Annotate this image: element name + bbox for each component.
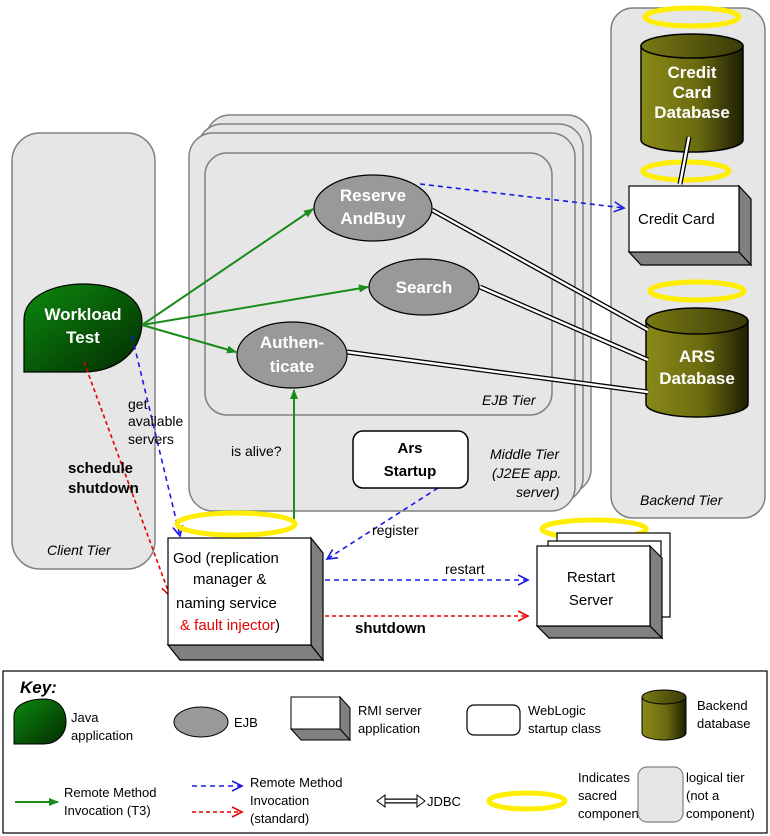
key-weblogic-label-1: WebLogic xyxy=(528,703,586,718)
key-database-label-2: database xyxy=(697,716,751,731)
workload-test-app: Workload Test xyxy=(23,283,143,373)
restart-server-label-2: Server xyxy=(569,592,613,609)
key-weblogic-label-2: startup class xyxy=(528,721,601,736)
legend: Key: Java application EJB RMI server app… xyxy=(2,670,768,834)
key-t3-label-1: Remote Method xyxy=(64,785,157,800)
key-tier-shape xyxy=(637,766,684,823)
ars-db-label-2: Database xyxy=(659,369,735,388)
ars-startup-label-2: Startup xyxy=(384,463,437,480)
key-ejb-shape xyxy=(173,706,229,738)
key-tier-label-1: logical tier xyxy=(686,770,745,785)
reserve-and-buy-ejb: Reserve AndBuy xyxy=(313,174,433,242)
middle-tier-label: Middle Tier xyxy=(490,446,560,462)
get-servers-label-1: get xyxy=(128,396,148,412)
credit-card-label: Credit Card xyxy=(638,211,715,228)
authenticate-ejb: Authen- ticate xyxy=(236,321,348,389)
authenticate-label-1: Authen- xyxy=(260,333,324,352)
workload-label-1: Workload xyxy=(44,305,121,324)
schedule-label-1: schedule xyxy=(68,460,133,477)
middle-tier-label-2: (J2EE app. xyxy=(492,465,561,481)
schedule-label-2: shutdown xyxy=(68,480,139,497)
key-std-label-2: Invocation xyxy=(250,793,309,808)
key-weblogic-shape xyxy=(466,704,521,736)
ars-database: ARS Database xyxy=(645,307,749,418)
key-java-label-2: application xyxy=(71,728,133,743)
shutdown-label: shutdown xyxy=(355,620,426,637)
ejb-tier-label: EJB Tier xyxy=(482,392,537,408)
arrow-workload-god xyxy=(131,335,180,536)
reserve-label-1: Reserve xyxy=(340,186,406,205)
credit-db-label-2: Card xyxy=(673,83,712,102)
god-fault-text: & fault injector xyxy=(180,617,275,634)
key-halo-label-2: sacred xyxy=(578,788,617,803)
key-rmi-label-1: RMI server xyxy=(358,703,422,718)
halo-ars-db xyxy=(647,279,747,303)
god-label-4: & fault injector) xyxy=(180,617,280,634)
t3-arrows xyxy=(141,208,369,520)
backend-tier-label: Backend Tier xyxy=(640,492,724,508)
halo-god xyxy=(174,510,298,538)
jdbc-credit-link xyxy=(677,136,692,185)
credit-db-label-1: Credit xyxy=(667,63,716,82)
authenticate-label-2: ticate xyxy=(270,357,314,376)
god-box: God (replication manager & naming servic… xyxy=(166,536,325,662)
key-std-label-3: (standard) xyxy=(250,811,309,826)
get-servers-label-2: available xyxy=(128,413,183,429)
reserve-label-2: AndBuy xyxy=(340,209,406,228)
key-std-label-1: Remote Method xyxy=(250,775,343,790)
god-end-text: ) xyxy=(275,617,280,634)
arrow-reserve-creditcard xyxy=(419,183,624,208)
restart-label: restart xyxy=(445,561,485,577)
restart-server: Restart Server xyxy=(535,532,671,640)
key-title: Key: xyxy=(20,678,57,697)
get-servers-label-3: servers xyxy=(128,431,174,447)
key-rmi-label-2: application xyxy=(358,721,420,736)
ars-db-label-1: ARS xyxy=(679,347,715,366)
credit-card-database: Credit Card Database xyxy=(640,33,744,153)
key-halo-shape xyxy=(486,790,568,812)
jdbc-links xyxy=(346,207,650,395)
arrow-workload-authenticate xyxy=(141,324,237,354)
arrow-startup-god xyxy=(327,487,439,559)
key-database-label-1: Backend xyxy=(697,698,748,713)
restart-server-label-1: Restart xyxy=(567,569,616,586)
is-alive-label: is alive? xyxy=(231,443,282,459)
god-label-2: manager & xyxy=(193,571,266,588)
fault-arrows xyxy=(83,361,528,616)
arrow-workload-search xyxy=(141,284,369,326)
workload-label-2: Test xyxy=(66,328,100,347)
register-label: register xyxy=(372,522,419,538)
key-jdbc-shape xyxy=(376,794,426,808)
key-jdbc-label: JDBC xyxy=(427,794,461,809)
key-java-shape xyxy=(13,698,67,745)
god-label-3: naming service xyxy=(176,595,277,612)
client-tier-label: Client Tier xyxy=(47,542,112,558)
ars-startup: Ars Startup xyxy=(352,430,469,489)
key-tier-label-2: (not a xyxy=(686,788,720,803)
rmi-standard-arrows xyxy=(131,183,624,580)
middle-tier-label-3: server) xyxy=(516,484,560,500)
key-halo-label-3: component xyxy=(578,806,643,821)
arrow-workload-reserve xyxy=(141,208,314,326)
credit-card-box: Credit Card xyxy=(627,184,753,267)
search-ejb: Search xyxy=(368,258,480,316)
key-tier-label-3: component) xyxy=(686,806,755,821)
credit-db-label-3: Database xyxy=(654,103,730,122)
key-database-shape xyxy=(641,689,687,741)
key-t3-label-2: Invocation (T3) xyxy=(64,803,151,818)
search-label: Search xyxy=(396,278,453,297)
key-ejb-label: EJB xyxy=(234,715,258,730)
ars-startup-label-1: Ars xyxy=(397,440,422,457)
halo-credit-db xyxy=(642,5,742,29)
key-rmi-shape xyxy=(289,695,352,742)
key-halo-label-1: Indicates xyxy=(578,770,631,785)
key-java-label-1: Java xyxy=(71,710,99,725)
god-label-1: God (replication xyxy=(173,550,279,567)
